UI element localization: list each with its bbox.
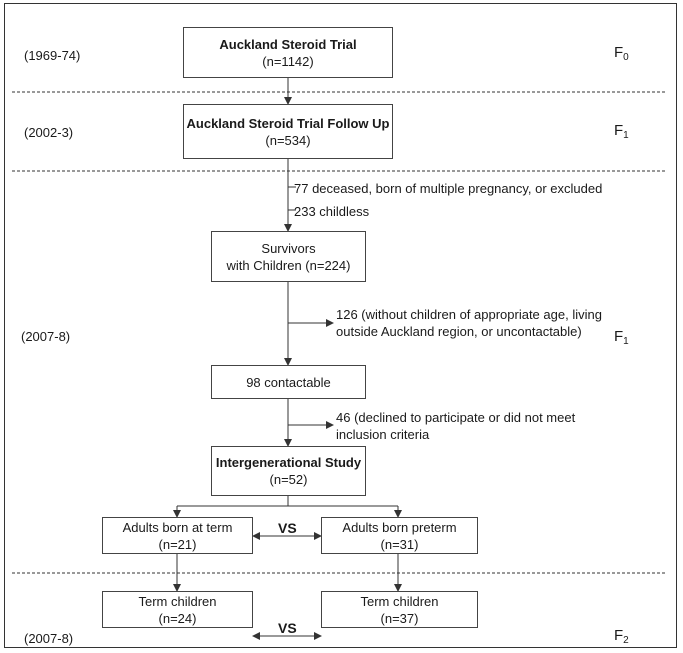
node-title: Intergenerational Study (215, 455, 362, 470)
generation-label: F1 (614, 122, 629, 141)
node-intergenerational-study: Intergenerational Study (n=52) (211, 446, 366, 496)
node-line: Survivors (261, 240, 316, 256)
vs-label-children: VS (278, 620, 297, 636)
node-line: (n=21) (158, 536, 197, 552)
node-line: Term children (138, 593, 217, 609)
generation-label: F0 (614, 44, 629, 63)
node-count: (n=534) (265, 132, 311, 148)
vs-label-adults: VS (278, 520, 297, 536)
exclusion-deceased: 77 deceased, born of multiple pregnancy,… (294, 181, 603, 196)
exclusion-childless: 233 childless (294, 204, 370, 219)
node-follow-up: Auckland Steroid Trial Follow Up (n=534) (183, 104, 393, 159)
node-count: (n=1142) (262, 53, 314, 69)
node-auckland-steroid-trial: Auckland Steroid Trial (n=1142) (183, 27, 393, 78)
node-term-children-a: Term children (n=24) (102, 591, 253, 628)
node-line: 98 contactable (246, 374, 331, 390)
node-title: Auckland Steroid Trial Follow Up (186, 115, 390, 131)
generation-label: F1 (614, 328, 629, 347)
node-contactable: 98 contactable (211, 365, 366, 399)
exclusion-declined-line2: inclusion criteria (336, 427, 430, 442)
period-label: (2007-8) (21, 329, 71, 344)
node-line: (n=24) (158, 610, 197, 626)
node-count: (n=52) (269, 472, 308, 487)
period-label: (2007-8) (24, 631, 74, 646)
exclusion-uncontactable-line2: outside Auckland region, or uncontactabl… (336, 324, 582, 339)
generation-label: F2 (614, 627, 629, 646)
node-adults-preterm: Adults born preterm (n=31) (321, 517, 478, 554)
node-term-children-b: Term children (n=37) (321, 591, 478, 628)
node-line: Adults born at term (122, 519, 233, 535)
node-line: Term children (360, 593, 439, 609)
node-line: Adults born preterm (342, 519, 457, 535)
node-survivors: Survivors with Children (n=224) (211, 231, 366, 282)
diagram-frame (4, 3, 677, 648)
period-label: (1969-74) (24, 48, 81, 63)
period-label: (2002-3) (24, 125, 74, 140)
node-line: (n=37) (380, 610, 419, 626)
exclusion-uncontactable-line1: 126 (without children of appropriate age… (336, 307, 602, 322)
node-title: Auckland Steroid Trial (219, 36, 357, 52)
exclusion-declined-line1: 46 (declined to participate or did not m… (336, 410, 576, 425)
node-adults-term: Adults born at term (n=21) (102, 517, 253, 554)
node-line: (n=31) (380, 536, 419, 552)
node-line: with Children (n=224) (226, 257, 351, 273)
